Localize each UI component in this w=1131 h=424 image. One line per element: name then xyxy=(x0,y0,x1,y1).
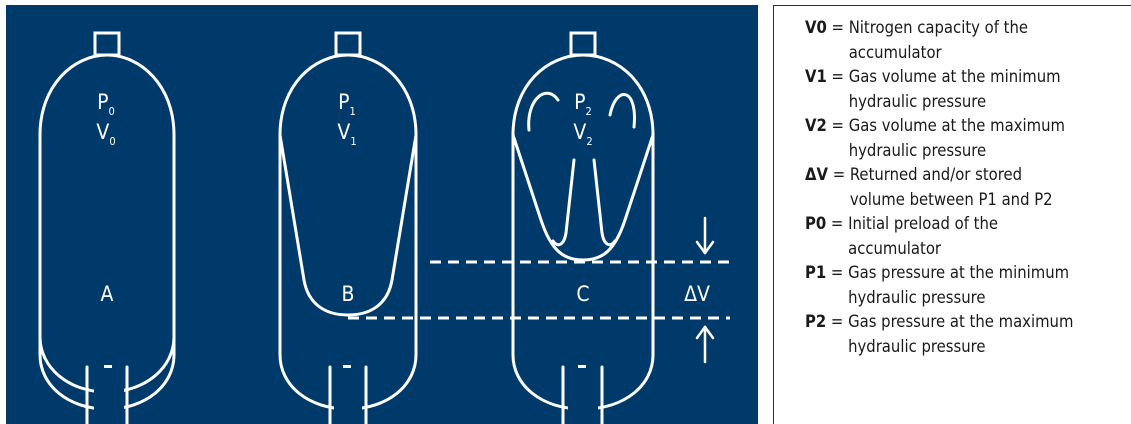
legend-term: ΔV xyxy=(805,165,828,184)
label-p1: P1 xyxy=(338,90,356,118)
accumulator-c-top-valve xyxy=(569,31,597,57)
legend-definition: Gas volume at the minimum hydraulic pres… xyxy=(848,67,1061,111)
legend-item-v2: V2 = Gas volume at the maximum hydraulic… xyxy=(805,114,1131,163)
label-b: B xyxy=(342,282,355,306)
accumulator-a-shell xyxy=(38,53,176,411)
accumulator-b-bladder xyxy=(278,133,418,317)
label-a: A xyxy=(101,282,114,306)
accumulator-c-fold-left xyxy=(527,91,560,132)
label-delta-v: ΔV xyxy=(684,282,710,306)
legend-term: V2 xyxy=(805,116,827,135)
accumulator-c-fold-center-left xyxy=(551,158,576,247)
arrow-down-icon xyxy=(695,216,715,255)
legend-item-v0: V0 = Nitrogen capacity of the accumulato… xyxy=(805,16,1131,65)
legend-definition: Initial preload of the accumulator xyxy=(848,214,998,258)
legend-item-p0: P0 = Initial preload of the accumulator xyxy=(805,212,1131,261)
label-p0: P0 xyxy=(97,90,115,118)
accumulator-a xyxy=(38,31,176,424)
port-gaps xyxy=(94,380,598,424)
legend-list: V0 = Nitrogen capacity of the accumulato… xyxy=(774,6,1131,359)
legend-definition: Returned and/or stored volume between P1… xyxy=(849,165,1053,209)
accumulator-c-fold-center-right xyxy=(592,158,617,247)
legend-term: V0 xyxy=(805,18,827,37)
legend-term: P2 xyxy=(805,312,827,331)
legend-term: V1 xyxy=(805,67,827,86)
arrow-up-icon xyxy=(695,325,715,364)
legend-definition: Gas pressure at the maximum hydraulic pr… xyxy=(848,312,1074,356)
port-gap-c xyxy=(568,380,598,424)
accumulator-a-top-valve xyxy=(93,31,121,57)
legend-panel: V0 = Nitrogen capacity of the accumulato… xyxy=(773,5,1131,424)
label-v2: V2 xyxy=(573,120,592,148)
port-gap-a xyxy=(94,380,124,424)
legend-term: P1 xyxy=(805,263,827,282)
port-dash-b xyxy=(343,365,351,368)
legend-definition: Nitrogen capacity of the accumulator xyxy=(848,18,1029,62)
legend-definition: Gas pressure at the minimum hydraulic pr… xyxy=(848,263,1070,307)
label-c: C xyxy=(576,282,589,306)
accumulator-c xyxy=(511,31,655,424)
port-dash-c xyxy=(578,365,586,368)
legend-definition: Gas volume at the maximum hydraulic pres… xyxy=(848,116,1065,160)
label-v1: V1 xyxy=(337,120,356,148)
port-dash-a xyxy=(104,365,112,368)
label-v0: V0 xyxy=(96,120,115,148)
diagram-panel: P0 V0 A P1 V1 B P2 V2 C ΔV xyxy=(6,5,758,424)
legend-item-delta-v: ΔV = Returned and/or stored volume betwe… xyxy=(805,163,1131,212)
legend-item-p2: P2 = Gas pressure at the maximum hydraul… xyxy=(805,310,1131,359)
legend-term: P0 xyxy=(805,214,827,233)
accumulator-b xyxy=(278,31,418,424)
accumulator-b-top-valve xyxy=(334,31,362,57)
port-gap-b xyxy=(334,380,362,424)
accumulator-diagram: P0 V0 A P1 V1 B P2 V2 C ΔV xyxy=(38,31,730,424)
legend-item-p1: P1 = Gas pressure at the minimum hydraul… xyxy=(805,261,1131,310)
accumulator-c-bladder xyxy=(511,133,655,262)
label-p2: P2 xyxy=(574,90,592,118)
port-dashes xyxy=(104,365,586,368)
accumulator-c-fold-right xyxy=(608,93,636,129)
legend-item-v1: V1 = Gas volume at the minimum hydraulic… xyxy=(805,65,1131,114)
